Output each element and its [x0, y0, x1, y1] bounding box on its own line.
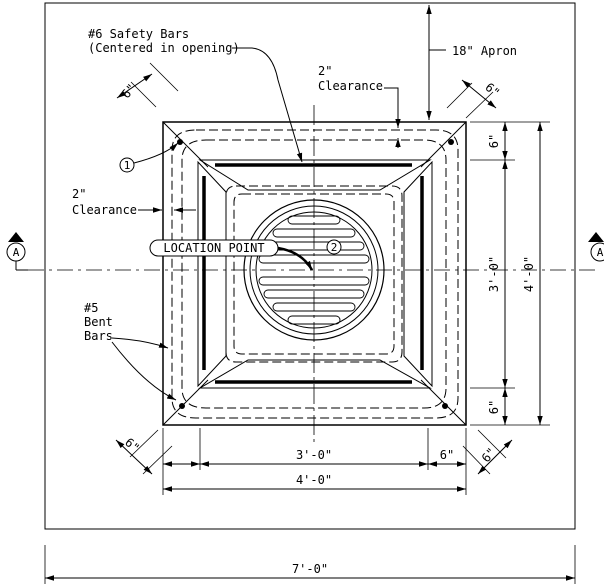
location-point-arrow: [277, 246, 314, 271]
bent-bars-label-line1: #5: [84, 301, 98, 315]
diag-dim-bottom-left-label: 6": [122, 435, 142, 455]
bottom-right-dim-label: 6": [440, 448, 454, 462]
corner-dots: [177, 139, 454, 409]
bent-bars-leader-1: [111, 337, 169, 349]
clearance-top-line1: 2": [318, 64, 332, 78]
diag-dim-top-right: [446, 79, 497, 119]
right-top-dim-label: 6": [487, 134, 501, 148]
section-marker-left: A: [13, 246, 20, 259]
section-marker-right: A: [597, 246, 604, 259]
diag-dim-top-left-label: 6": [119, 81, 139, 101]
apron-label: 18" Apron: [452, 44, 517, 58]
apron-outline: [44, 2, 576, 530]
diag-dim-top-right-label: 6": [482, 80, 502, 100]
callout-1-label: 1: [124, 159, 131, 172]
diag-dim-bottom-left: [115, 429, 173, 475]
bottom-overall-dim-label: 4'-0": [296, 473, 332, 487]
apron-overall-dim-label: 7'-0": [292, 562, 328, 576]
right-dims: [470, 121, 550, 426]
location-point-label: LOCATION POINT: [163, 241, 264, 255]
bent-bars-label-line3: Bars: [84, 329, 113, 343]
section-line: [6, 232, 604, 271]
safety-bars-leader: [232, 47, 303, 163]
diag-dim-top-left: [116, 62, 179, 108]
diag-dim-bottom-right: [462, 429, 513, 475]
bent-bars-label-line2: Bent: [84, 315, 113, 329]
safety-bars-label-line2: (Centered in opening): [88, 41, 240, 55]
right-bottom-dim-label: 6": [487, 400, 501, 414]
right-mid-dim-label: 3'-0": [487, 256, 501, 292]
bent-bars-dashed: [171, 129, 459, 419]
clearance-left-line2: Clearance: [72, 203, 137, 217]
bottom-inner-dim-label: 3'-0": [296, 448, 332, 462]
callout-1-leader: [133, 142, 179, 164]
callout-1-bubble: [119, 157, 135, 173]
clearance-top-leader: [384, 87, 401, 128]
right-overall-dim-label: 4'-0": [522, 256, 536, 292]
callout-2-label: 2: [331, 241, 338, 254]
clearance-top-line2: Clearance: [318, 79, 383, 93]
bent-bars-leader-2: [111, 341, 177, 401]
safety-bars-label-line1: #6 Safety Bars: [88, 27, 189, 41]
callout-2-bubble: [326, 239, 342, 255]
clearance-left-line1: 2": [72, 187, 86, 201]
safety-bars: [202, 163, 424, 384]
